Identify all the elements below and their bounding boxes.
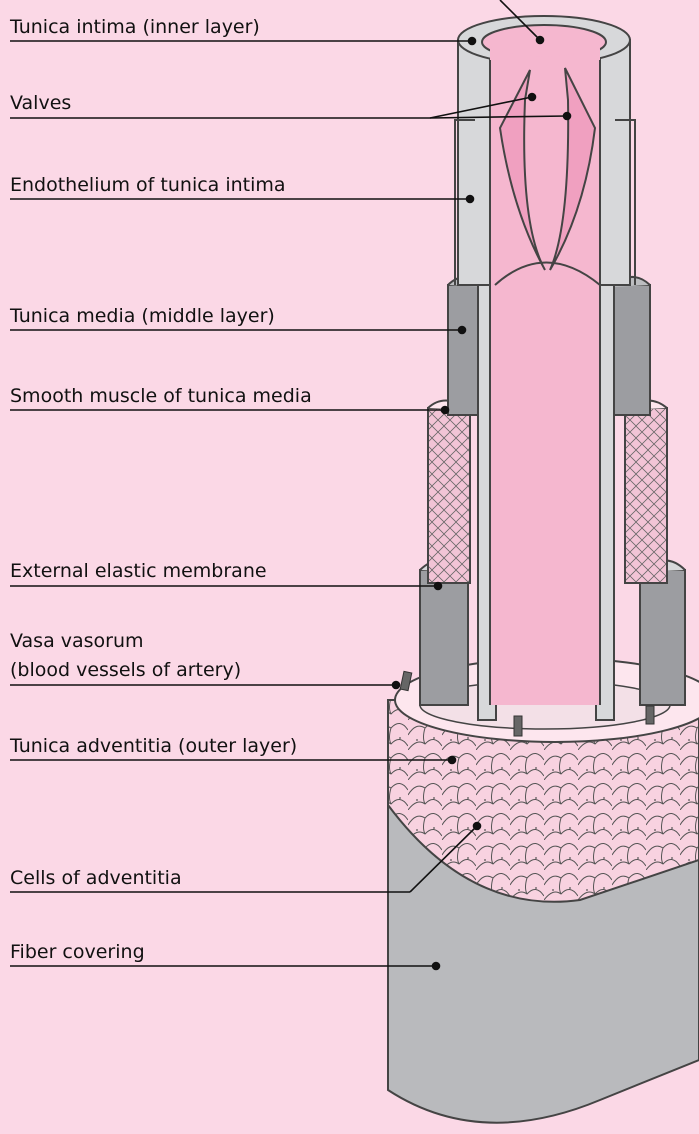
artery-illustration: [0, 0, 699, 1134]
artery-diagram: Tunica intima (inner layer) Valves Endot…: [0, 0, 699, 1134]
